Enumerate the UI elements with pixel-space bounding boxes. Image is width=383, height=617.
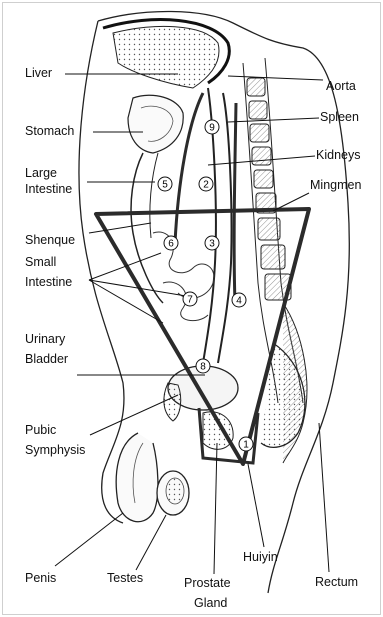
marker-1: 1 [239, 437, 253, 451]
label-prostate-line1: Prostate [184, 576, 231, 591]
label-pubic-symphysis-line2: Symphysis [25, 443, 85, 458]
marker-9: 9 [205, 120, 219, 134]
label-rectum: Rectum [315, 575, 358, 590]
svg-text:8: 8 [200, 362, 206, 373]
svg-text:2: 2 [203, 180, 209, 191]
marker-8: 8 [196, 359, 210, 373]
svg-text:9: 9 [209, 123, 215, 134]
marker-7: 7 [183, 292, 197, 306]
svg-text:4: 4 [236, 296, 242, 307]
marker-3: 3 [205, 236, 219, 250]
prostate-shape [203, 412, 233, 450]
penis-shape [116, 433, 158, 522]
pubic-bone [164, 383, 181, 421]
label-pubic-symphysis-line1: Pubic [25, 423, 56, 438]
marker-6: 6 [164, 236, 178, 250]
label-penis: Penis [25, 571, 56, 586]
marker-2: 2 [199, 177, 213, 191]
liver-region [113, 26, 219, 88]
label-prostate-line2: Gland [194, 596, 227, 611]
label-urinary-bladder-line1: Urinary [25, 332, 65, 347]
svg-text:6: 6 [168, 239, 174, 250]
label-testes: Testes [107, 571, 143, 586]
svg-text:3: 3 [209, 239, 215, 250]
label-small-intestine-line1: Small [25, 255, 56, 270]
label-mingmen: Mingmen [310, 178, 361, 193]
label-liver: Liver [25, 66, 52, 81]
label-small-intestine-line2: Intestine [25, 275, 72, 290]
label-urinary-bladder-line2: Bladder [25, 352, 68, 367]
label-large-intestine-line1: Large [25, 166, 57, 181]
marker-5: 5 [158, 177, 172, 191]
label-shenque: Shenque [25, 233, 75, 248]
label-spleen: Spleen [320, 110, 359, 125]
label-large-intestine-line2: Intestine [25, 182, 72, 197]
svg-text:5: 5 [162, 180, 168, 191]
svg-text:7: 7 [187, 295, 193, 306]
anatomy-illustration: 9 5 2 6 3 7 4 8 1 [3, 3, 380, 614]
label-stomach: Stomach [25, 124, 74, 139]
label-huiyin: Huiyin [243, 550, 278, 565]
label-kidneys: Kidneys [316, 148, 360, 163]
marker-4: 4 [232, 293, 246, 307]
label-aorta: Aorta [326, 79, 356, 94]
svg-text:1: 1 [243, 440, 249, 451]
stomach-shape [128, 95, 183, 153]
